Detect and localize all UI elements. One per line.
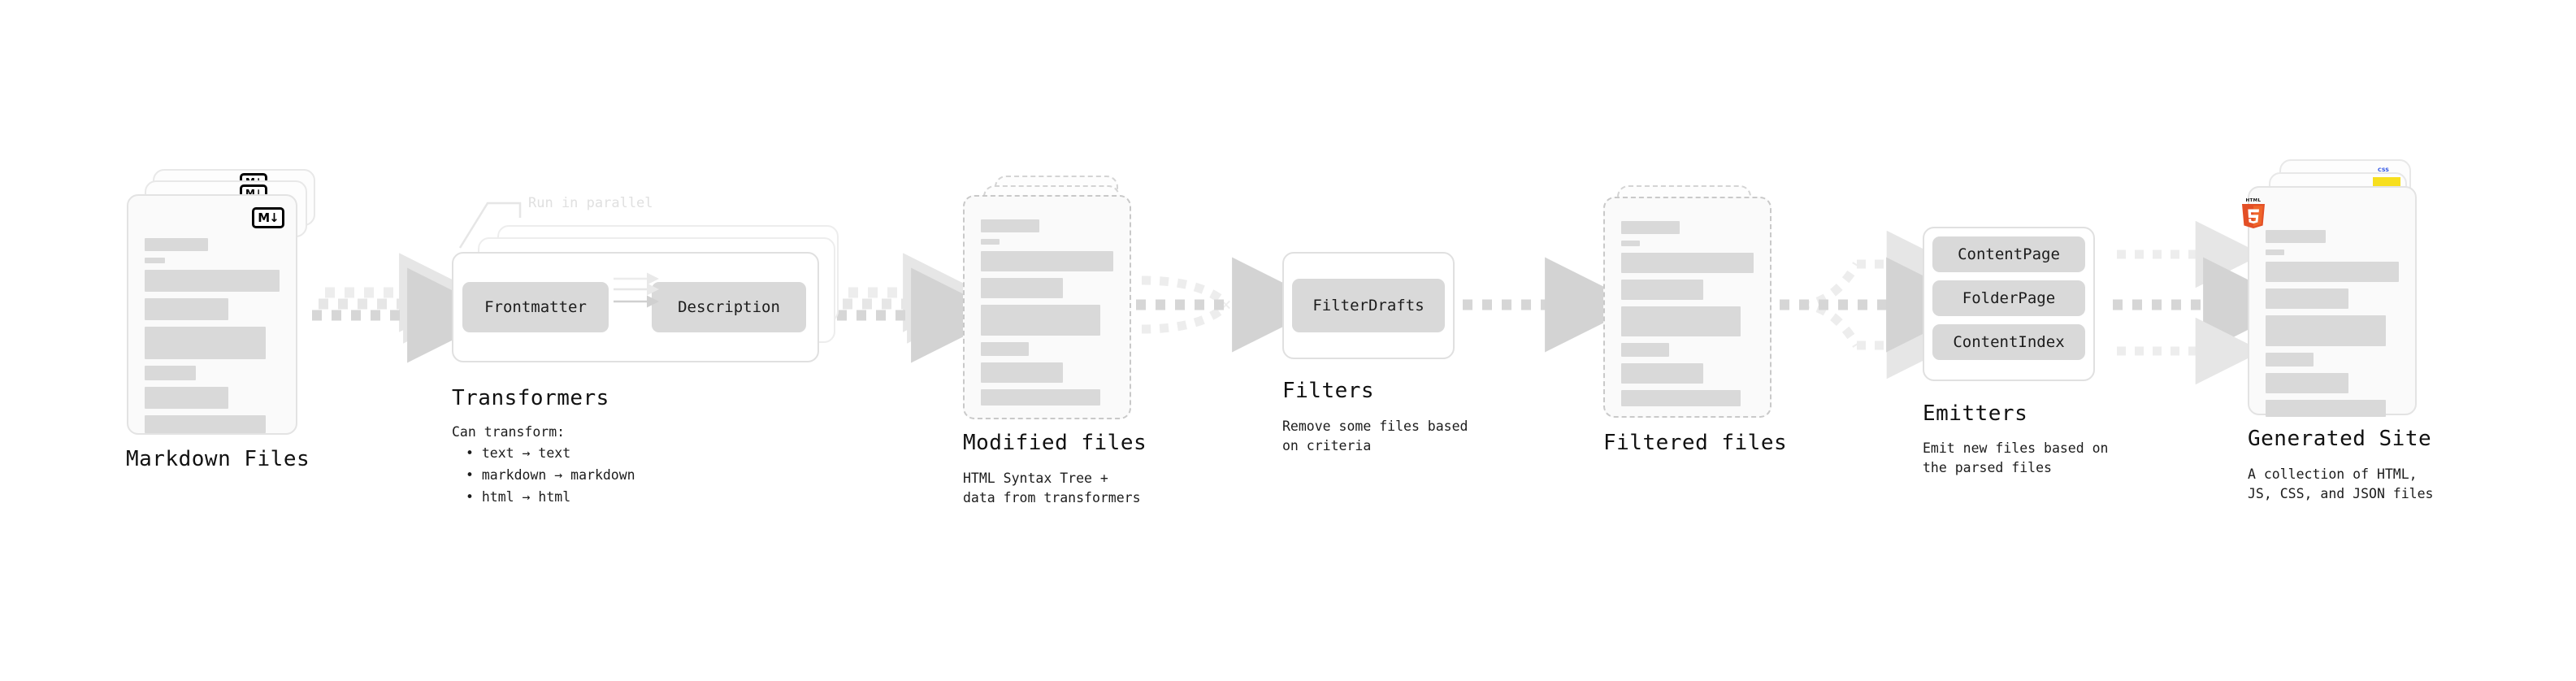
placeholder-bar	[981, 239, 1000, 245]
emitters-pill-contentindex[interactable]: ContentIndex	[1932, 324, 2085, 360]
transformers-title: Transformers	[452, 386, 609, 410]
filtered-files-title: Filtered files	[1603, 431, 1788, 455]
placeholder-bar	[145, 298, 228, 320]
placeholder-bar	[981, 278, 1064, 298]
emitters-pill-folderpage[interactable]: FolderPage	[1932, 280, 2085, 316]
filtered-card-front	[1603, 197, 1772, 418]
placeholder-bar	[1621, 343, 1669, 357]
transformers-bullet-1: • markdown → markdown	[466, 467, 635, 483]
transformer-inner-arrows	[614, 272, 659, 308]
transformers-subtitle: Can transform:	[452, 424, 566, 440]
connector-modified-to-filters	[1136, 257, 1328, 353]
modified-files-subtitle: HTML Syntax Tree + data from transformer…	[963, 471, 1141, 505]
site-card-front: HTML	[2242, 186, 2417, 417]
run-in-parallel-hint: Run in parallel	[528, 195, 653, 211]
placeholder-bar	[1621, 241, 1640, 246]
transformers-bullet-0: • text → text	[466, 445, 571, 461]
placeholder-bar	[145, 327, 267, 359]
connector-filtered-to-emitters	[1780, 230, 1982, 380]
placeholder-bar	[1621, 306, 1741, 336]
placeholder-bar	[145, 270, 280, 292]
transformer-pill-frontmatter[interactable]: Frontmatter	[462, 282, 609, 332]
placeholder-bar	[145, 258, 165, 263]
emitters-subtitle: Emit new files based on the parsed files	[1923, 440, 2109, 475]
placeholder-bar	[981, 219, 1039, 232]
placeholder-bar	[2266, 230, 2326, 243]
placeholder-bar	[1621, 363, 1704, 384]
filtered-placeholder-lines	[1621, 221, 1754, 413]
placeholder-bar	[2266, 353, 2314, 367]
placeholder-bar	[1621, 280, 1704, 300]
generated-site-subtitle: A collection of HTML, JS, CSS, and JSON …	[2248, 466, 2434, 501]
placeholder-bar	[145, 238, 209, 251]
placeholder-bar	[981, 342, 1029, 356]
placeholder-bar	[981, 305, 1100, 336]
transformer-pill-description[interactable]: Description	[652, 282, 806, 332]
placeholder-bar	[2266, 400, 2386, 417]
modified-files-title: Modified files	[963, 431, 1147, 455]
placeholder-bar	[981, 389, 1100, 406]
markdown-badge-icon: M↓	[252, 207, 284, 228]
placeholder-bar	[981, 362, 1064, 383]
placeholder-bar	[145, 366, 197, 380]
placeholder-bar	[2266, 315, 2386, 346]
placeholder-bar	[1621, 253, 1754, 273]
markdown-files-title: Markdown Files	[126, 447, 310, 471]
generated-site-title: Generated Site	[2248, 427, 2432, 451]
filters-pill-filterdrafts[interactable]: FilterDrafts	[1292, 279, 1445, 332]
modified-placeholder-lines	[981, 219, 1113, 412]
placeholder-bar	[1621, 390, 1741, 406]
transformers-bullet-2: • html → html	[466, 489, 571, 505]
placeholder-bar	[981, 251, 1113, 271]
markdown-card-front: M↓	[127, 194, 297, 435]
placeholder-bar	[2266, 288, 2348, 309]
svg-text:HTML: HTML	[2246, 198, 2262, 203]
markdown-placeholder-lines	[145, 238, 280, 440]
placeholder-bar	[145, 415, 267, 433]
placeholder-bar	[2266, 262, 2399, 282]
filters-title: Filters	[1282, 379, 1375, 403]
emitters-title: Emitters	[1923, 401, 2028, 426]
placeholder-bar	[1621, 221, 1680, 234]
emitters-pill-contentpage[interactable]: ContentPage	[1932, 236, 2085, 272]
svg-text:CSS: CSS	[2378, 167, 2389, 173]
placeholder-bar	[2266, 373, 2348, 393]
html5-icon: HTML	[2240, 196, 2267, 230]
filters-subtitle: Remove some files based on criteria	[1282, 419, 1468, 453]
connector-emitters-to-site	[2113, 220, 2299, 385]
placeholder-bar	[145, 387, 228, 409]
site-placeholder-lines	[2266, 230, 2399, 423]
placeholder-bar	[2266, 249, 2284, 255]
connector-markdown-to-transformers	[312, 253, 503, 363]
modified-card-front	[963, 195, 1131, 419]
